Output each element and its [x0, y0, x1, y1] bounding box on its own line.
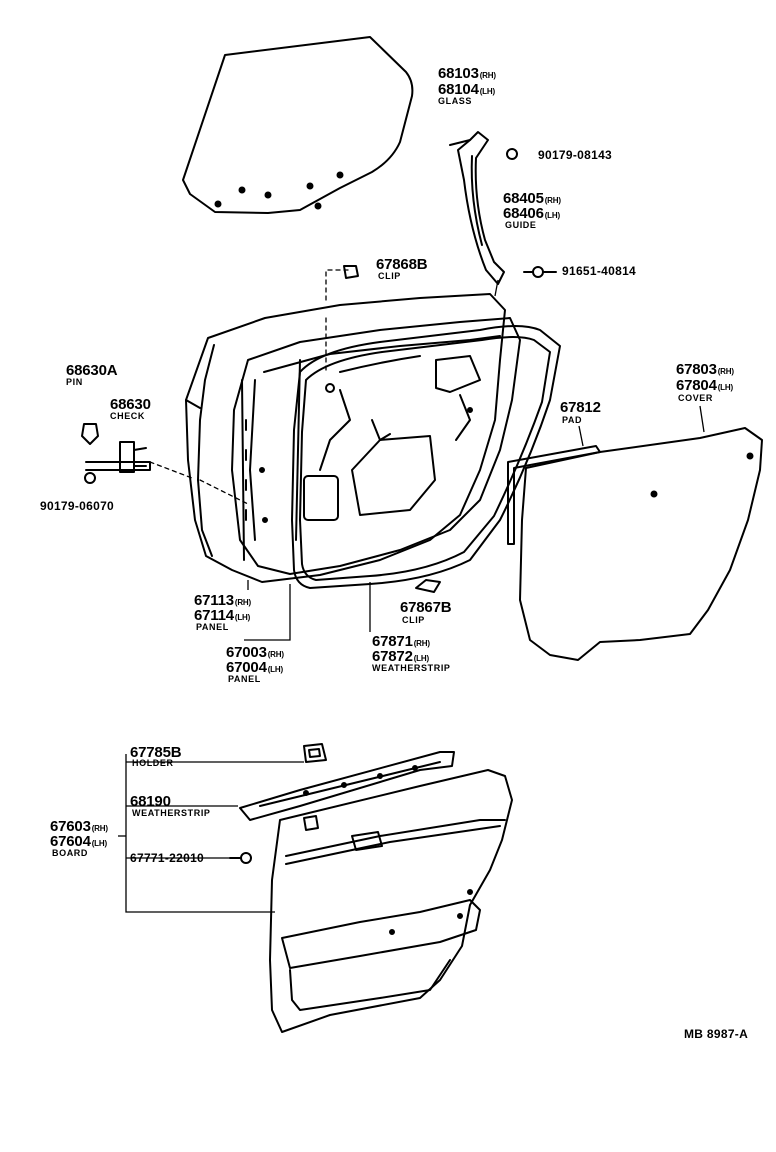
- weatherstrip-belt-name: WEATHERSTRIP: [132, 808, 211, 818]
- door-outer-panel: [185, 293, 506, 583]
- cover-rh-number: 67803(RH): [676, 361, 734, 378]
- glass-lh-number: 68104(LH): [438, 81, 495, 98]
- check-leader: [149, 461, 251, 506]
- door-inner-panel: [231, 317, 521, 575]
- cover: [519, 427, 763, 661]
- holder-name: HOLDER: [132, 758, 174, 768]
- panel-inner-rh-number: 67113(RH): [194, 592, 251, 609]
- pad-name: PAD: [562, 415, 583, 425]
- glass-rh-number: 68103(RH): [438, 65, 496, 82]
- board-lh-number: 67604(LH): [50, 833, 107, 850]
- pin-name: PIN: [66, 377, 83, 387]
- panel-outer-lh-number: 67004(LH): [226, 659, 283, 676]
- clip-board-code: 67771-22010: [130, 851, 205, 865]
- clip-upper: [343, 265, 359, 279]
- door-trim-board: [229, 769, 513, 1033]
- clip-lower-name: CLIP: [402, 615, 425, 625]
- cover-lh-number: 67804(LH): [676, 377, 733, 394]
- clip-lower: [415, 579, 441, 593]
- glass-name: GLASS: [438, 96, 473, 106]
- guide-name: GUIDE: [505, 220, 537, 230]
- clip-upper-number: 67868B: [376, 256, 428, 273]
- leader-lines: [118, 279, 705, 913]
- clip-upper-name: CLIP: [378, 271, 401, 281]
- pin-number: 68630A: [66, 362, 118, 379]
- guide-rh-number: 68405(RH): [503, 190, 561, 207]
- belt-weatherstrip: [239, 751, 455, 821]
- glass-run-guide: [449, 131, 557, 285]
- weatherstrip-door-name: WEATHERSTRIP: [372, 663, 451, 673]
- guide-lh-number: 68406(LH): [503, 205, 560, 222]
- clip-lower-number: 67867B: [400, 599, 452, 616]
- check-number: 68630: [110, 396, 151, 413]
- nut-guide-code: 90179-08143: [538, 148, 613, 162]
- panel-inner-name: PANEL: [196, 622, 229, 632]
- door-weatherstrip: [291, 325, 561, 589]
- pad-number: 67812: [560, 399, 601, 416]
- holder-number: 67785B: [130, 744, 182, 761]
- weatherstrip-belt-number: 68190: [130, 793, 171, 810]
- pad: [507, 445, 601, 545]
- board-name: BOARD: [52, 848, 88, 858]
- clip-upper-leader: [325, 269, 349, 371]
- bolt-guide-code: 91651-40814: [562, 264, 637, 278]
- door-check: [84, 441, 151, 484]
- pin: [81, 423, 99, 445]
- weatherstrip-door-lh-number: 67872(LH): [372, 648, 429, 665]
- panel-outer-rh-number: 67003(RH): [226, 644, 284, 661]
- check-name: CHECK: [110, 411, 146, 421]
- weatherstrip-door-rh-number: 67871(RH): [372, 633, 430, 650]
- door-glass: [182, 36, 414, 214]
- panel-inner-lh-number: 67114(LH): [194, 607, 251, 624]
- board-rh-number: 67603(RH): [50, 818, 108, 835]
- panel-outer-name: PANEL: [228, 674, 261, 684]
- nut-check-code: 90179-06070: [40, 499, 115, 513]
- cover-name: COVER: [678, 393, 714, 403]
- holder: [303, 743, 327, 763]
- diagram-id: MB 8987-A: [684, 1027, 749, 1041]
